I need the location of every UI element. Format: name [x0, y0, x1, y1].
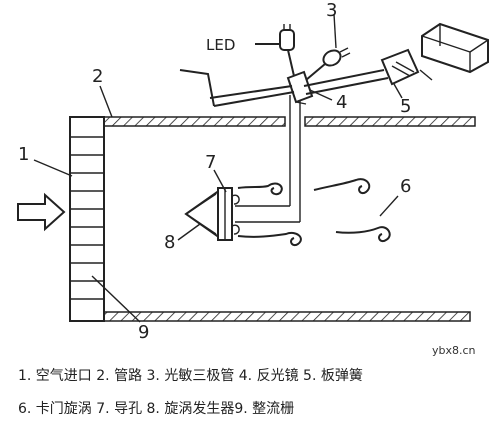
- label-9: 9: [138, 322, 149, 343]
- karman-vortices: [237, 178, 391, 247]
- watermark: ybx8.cn: [432, 344, 476, 357]
- label-8: 8: [164, 232, 175, 253]
- legend-line-2: 6. 卡门旋涡 7. 导孔 8. 旋涡发生器9. 整流栅: [18, 401, 295, 417]
- vortex-generator: [184, 187, 240, 241]
- label-4: 4: [336, 92, 347, 113]
- mounting-block: [419, 22, 489, 81]
- upper-pipe-wall: [69, 116, 476, 127]
- label-2: 2: [92, 66, 103, 87]
- label-1: 1: [18, 144, 29, 165]
- karman-vortex-sensor-diagram: 1 2 3 LED 4 5 6 7 8 9 ybx8.cn: [17, 0, 489, 357]
- plate-spring: [179, 48, 420, 107]
- guide-tubes: [235, 95, 301, 223]
- label-6: 6: [400, 176, 411, 197]
- label-5: 5: [400, 96, 411, 117]
- phototransistor-icon: [305, 47, 351, 81]
- rectifier-grid: [69, 116, 105, 322]
- led-icon: [255, 24, 295, 77]
- label-7: 7: [205, 152, 216, 173]
- leader-lines: [33, 13, 403, 323]
- label-3: 3: [326, 0, 337, 21]
- label-led: LED: [206, 36, 235, 54]
- air-inlet-arrow-icon: [17, 192, 66, 232]
- legend-line-1: 1. 空气进口 2. 管路 3. 光敏三极管 4. 反光镜 5. 板弹簧: [18, 368, 363, 384]
